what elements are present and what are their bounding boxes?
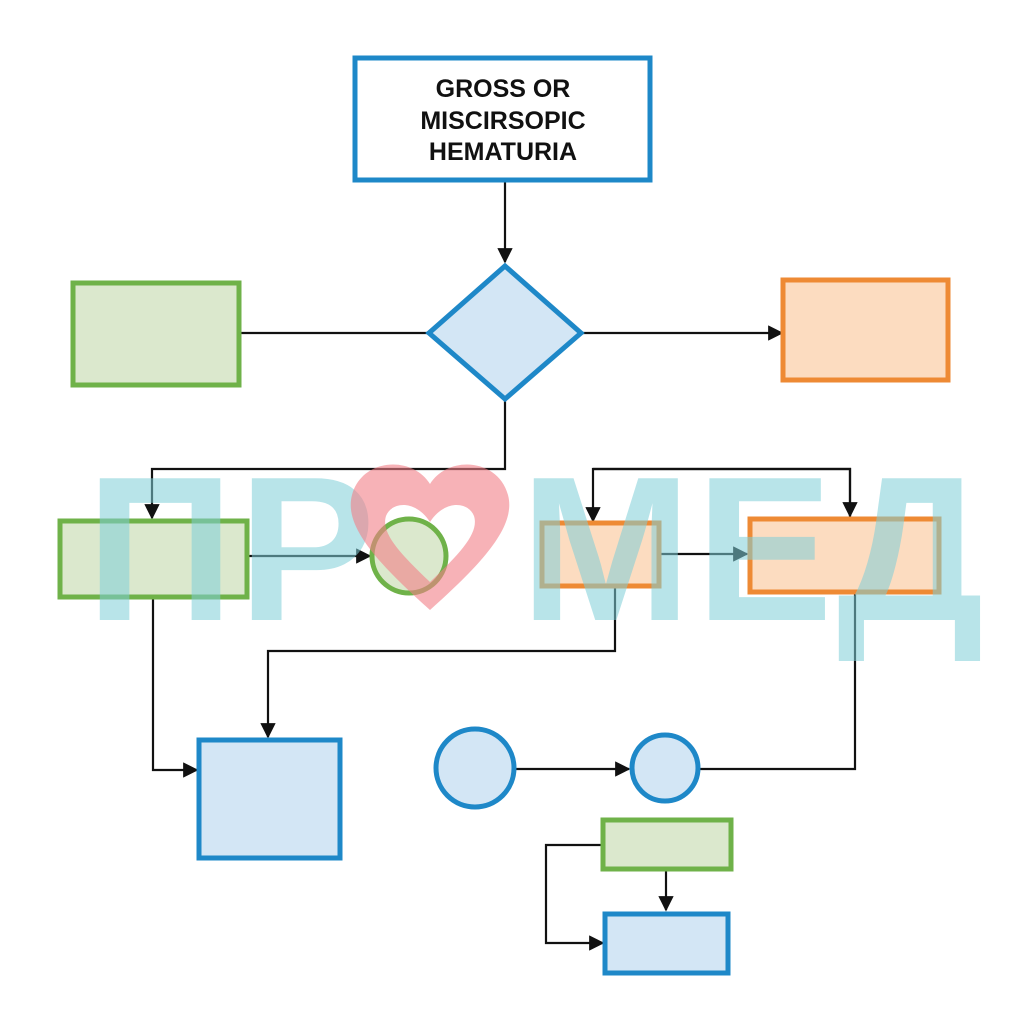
- nodes: GROSS OR MISCIRSOPIC HEMATURIA: [57, 55, 951, 976]
- right-orange-box: [780, 277, 951, 383]
- connector-loop-to-small-blue: [544, 843, 605, 951]
- left-green-box: [70, 280, 242, 388]
- connector-decision-to-mid-green: [144, 400, 507, 520]
- connector-loop-to-large-orange: [593, 467, 858, 518]
- connectors: [144, 181, 858, 951]
- connector-green-to-big-blue: [151, 598, 199, 778]
- watermark: ПР МЕД: [86, 434, 988, 664]
- small-green-box: [600, 817, 734, 872]
- start-node-line-1: GROSS OR: [436, 75, 571, 103]
- heart-icon: [350, 464, 510, 610]
- start-node-box: [352, 55, 653, 183]
- small-orange-box: [539, 520, 662, 589]
- large-orange-box: [747, 516, 942, 595]
- watermark-text-right: МЕД: [520, 434, 988, 664]
- start-node-line-3: HEMATURIA: [429, 138, 577, 166]
- decision-diamond: [425, 262, 585, 403]
- blue-circle-node-right: [629, 732, 701, 804]
- big-blue-box: [196, 737, 343, 861]
- connector-circle-to-large-orange: [698, 593, 857, 771]
- blue-circle-node-left: [433, 726, 517, 810]
- watermark-text-left: ПР: [86, 434, 379, 664]
- small-blue-box: [602, 911, 731, 976]
- mid-green-box: [57, 518, 250, 600]
- green-circle-node: [369, 516, 449, 596]
- connector-small-orange-to-big-blue: [260, 587, 617, 739]
- start-node-line-2: MISCIRSOPIC: [420, 107, 585, 135]
